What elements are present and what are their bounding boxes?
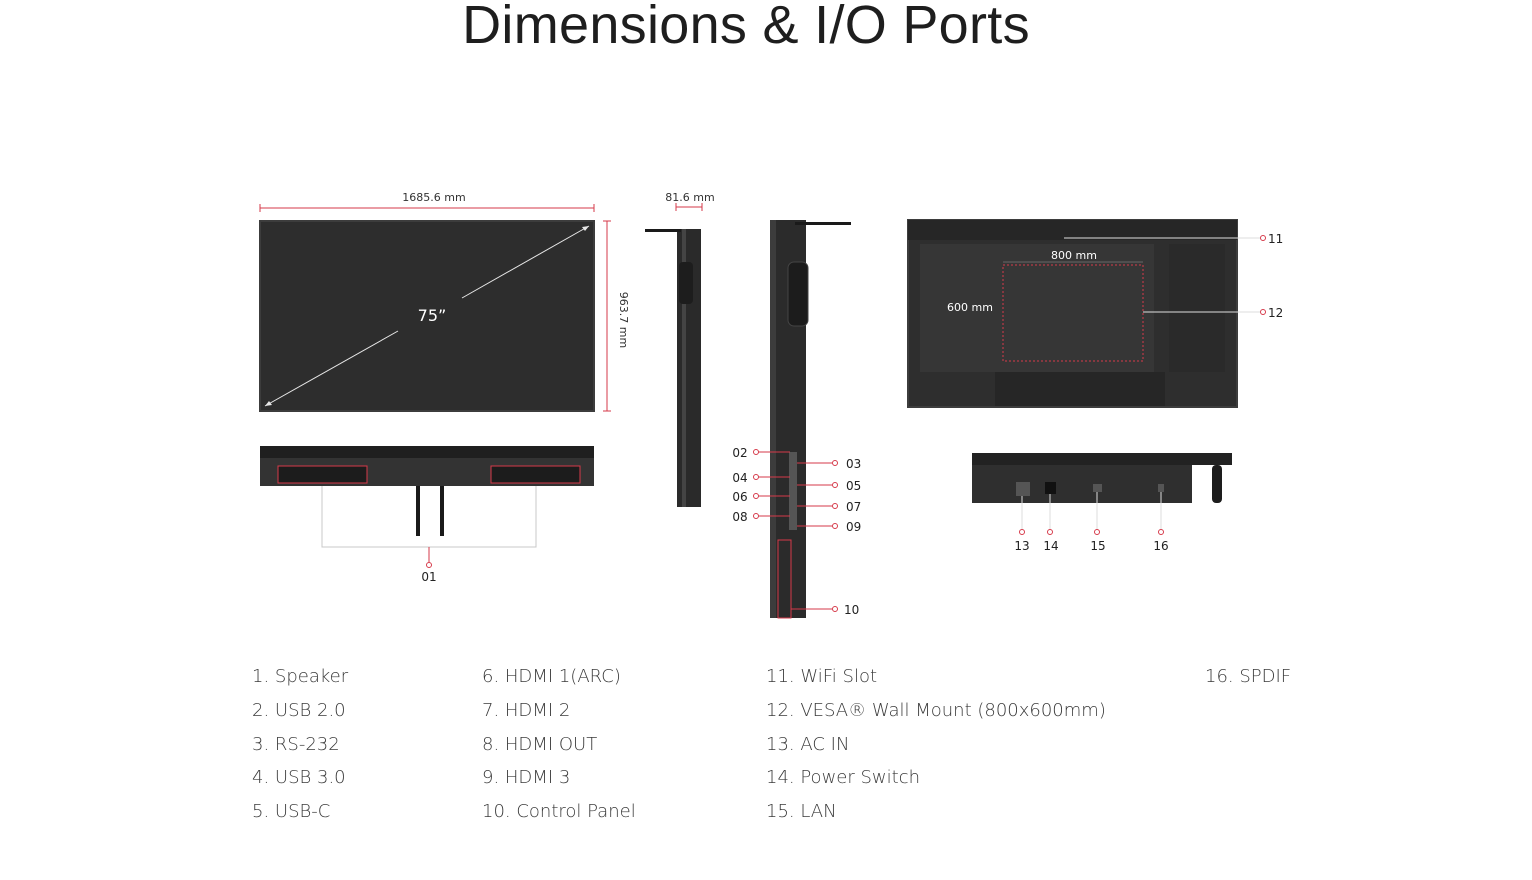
legend-item: 15. LAN <box>766 801 837 823</box>
port-lan <box>1093 484 1102 492</box>
rear-top-strip <box>908 220 1237 240</box>
legend-item: 12. VESA® Wall Mount (800x600mm) <box>766 699 1106 721</box>
diagonal-line-lower <box>264 330 399 407</box>
callout-07-label: 07 <box>846 500 861 514</box>
diagonal-line-upper <box>461 225 590 299</box>
callout-16-label: 16 <box>1153 539 1168 553</box>
ports-antenna <box>795 222 851 225</box>
diagonal-arrow-down <box>265 401 272 406</box>
depth-dimension-label: 81.6 mm <box>665 191 714 204</box>
antenna-right <box>440 486 444 536</box>
speaker-bracket <box>321 486 537 548</box>
callout-12-label: 12 <box>1268 306 1283 320</box>
legend-item: 16. SPDIF <box>1205 666 1292 687</box>
bottom-ports-top-edge <box>972 453 1232 465</box>
side-body-edge <box>682 229 686 507</box>
legend-item: 10. Control Panel <box>482 801 636 823</box>
legend-item: 7. HDMI 2 <box>482 699 571 721</box>
vesa-box <box>1002 264 1144 362</box>
port-power-switch <box>1045 482 1056 494</box>
rear-bottom-panel <box>995 372 1165 406</box>
bottom-ports-handle <box>1212 465 1222 503</box>
callout-08-dot <box>753 513 759 519</box>
callout-06-dot <box>753 493 759 499</box>
legend-column-4: 16. SPDIF <box>1205 662 1291 696</box>
callout-01-dot <box>426 562 432 568</box>
legend-item: 8. HDMI OUT <box>482 733 598 755</box>
legend-item: 2. USB 2.0 <box>252 699 346 721</box>
callout-08-label: 08 <box>732 510 747 524</box>
side-ports-view: 02 04 06 08 03 05 07 09 10 <box>732 220 861 619</box>
dimensions-diagram: 1685.6 mm 75” 963.7 mm 01 81.6 mm <box>259 191 1283 619</box>
rear-view: 800 mm 600 mm 11 12 <box>907 219 1283 408</box>
speaker-grille-right <box>490 465 581 484</box>
callout-14-label: 14 <box>1043 539 1058 553</box>
callout-02-dot <box>753 449 759 455</box>
callout-05-dot <box>832 482 838 488</box>
diagonal-size-label: 75” <box>418 306 447 325</box>
callout-03-label: 03 <box>846 457 861 471</box>
legend-item: 6. HDMI 1(ARC) <box>482 666 621 687</box>
callout-15-label: 15 <box>1090 539 1105 553</box>
legend-column-1: 1. Speaker 2. USB 2.0 3. RS-232 4. USB 3… <box>252 662 348 831</box>
callout-07-dot <box>832 503 838 509</box>
rear-right-panel <box>1169 244 1225 372</box>
page-title: Dimensions & I/O Ports <box>462 0 1030 55</box>
vesa-height-label: 600 mm <box>947 301 993 314</box>
legend-column-2: 6. HDMI 1(ARC) 7. HDMI 2 8. HDMI OUT 9. … <box>482 662 636 831</box>
callout-11-dot <box>1260 235 1266 241</box>
legend-item: 3. RS-232 <box>252 733 340 755</box>
callout-15-dot <box>1094 529 1100 535</box>
callout-04-dot <box>753 474 759 480</box>
callout-10-label: 10 <box>844 603 859 617</box>
vesa-width-label: 800 mm <box>1051 249 1097 262</box>
legend-item: 4. USB 3.0 <box>252 767 346 789</box>
callout-14-dot <box>1047 529 1053 535</box>
callout-03-dot <box>832 460 838 466</box>
callout-01-label: 01 <box>421 570 436 584</box>
legend-item: 5. USB-C <box>252 801 331 823</box>
callout-16-dot <box>1158 529 1164 535</box>
legend-item: 11. WiFi Slot <box>766 666 878 687</box>
legend-item: 13. AC IN <box>766 733 850 755</box>
callout-09-dot <box>832 523 838 529</box>
width-dimension-label: 1685.6 mm <box>402 191 465 204</box>
side-view: 81.6 mm <box>645 191 715 507</box>
callout-06-label: 06 <box>732 490 747 504</box>
callout-05-label: 05 <box>846 479 861 493</box>
callout-13-label: 13 <box>1014 539 1029 553</box>
diagonal-arrow-up <box>582 226 589 231</box>
callout-11-label: 11 <box>1268 232 1283 246</box>
port-ac-in <box>1016 482 1030 496</box>
bottom-ports-view: 13 14 15 16 <box>972 453 1232 553</box>
callout-04-label: 04 <box>732 471 747 485</box>
bottom-panel-top-edge <box>260 446 594 458</box>
ports-handle <box>787 261 809 327</box>
port-spdif <box>1158 484 1164 492</box>
legend-column-3: 11. WiFi Slot 12. VESA® Wall Mount (800x… <box>766 662 1106 831</box>
callout-02-label: 02 <box>732 446 747 460</box>
antenna-left <box>416 486 420 536</box>
callout-12-dot <box>1260 309 1266 315</box>
height-dimension-label: 963.7 mm <box>617 292 630 348</box>
side-antenna <box>645 229 681 232</box>
front-screen <box>259 220 595 412</box>
legend-item: 1. Speaker <box>252 666 349 687</box>
legend-item: 9. HDMI 3 <box>482 767 571 789</box>
callout-13-dot <box>1019 529 1025 535</box>
callout-09-label: 09 <box>846 520 861 534</box>
side-handle <box>679 262 693 304</box>
ports-body-edge <box>770 220 776 618</box>
bottom-view: 01 <box>260 446 594 584</box>
control-panel-box <box>777 539 792 619</box>
front-view: 1685.6 mm 75” 963.7 mm <box>259 191 630 412</box>
port-block-upper <box>789 452 797 530</box>
legend-item: 14. Power Switch <box>766 767 921 789</box>
speaker-grille-left <box>277 465 368 484</box>
callout-10-dot <box>832 606 838 612</box>
